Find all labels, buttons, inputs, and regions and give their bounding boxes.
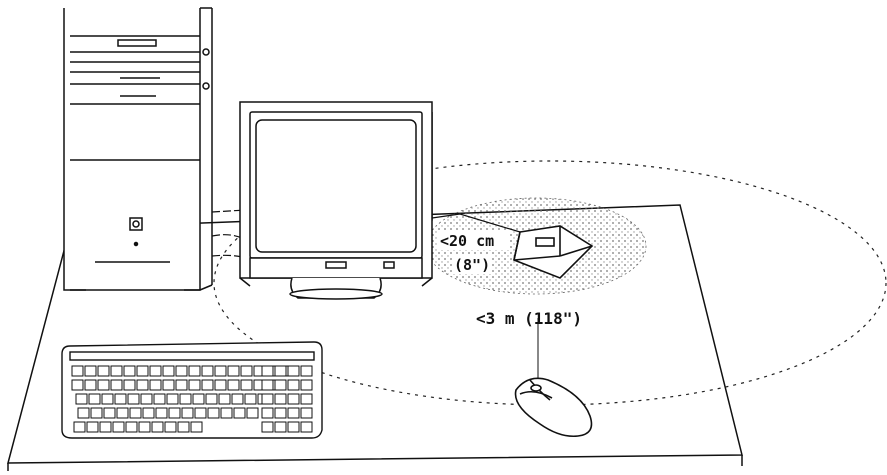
keyboard-key <box>97 379 110 391</box>
keyboard-key <box>179 393 192 405</box>
keyboard-key <box>123 365 136 377</box>
keyboard-key <box>227 379 240 391</box>
keyboard-key <box>175 379 188 391</box>
keyboard-key <box>261 393 274 405</box>
keyboard-key <box>287 421 300 433</box>
near-distance-inch-label: (8") <box>454 256 490 274</box>
keyboard-key <box>136 365 149 377</box>
keyboard-key <box>274 365 287 377</box>
keyboard-key <box>127 393 140 405</box>
keyboard-key <box>244 393 257 405</box>
keyboard-key <box>194 407 207 419</box>
keyboard-key <box>149 379 162 391</box>
keyboard-key <box>188 365 201 377</box>
keyboard-key <box>207 407 220 419</box>
keyboard-key <box>300 393 313 405</box>
keyboard-key <box>300 407 313 419</box>
receiver-cable <box>431 213 521 233</box>
keyboard-key <box>220 407 233 419</box>
keyboard-key <box>114 393 127 405</box>
keyboard-key <box>175 365 188 377</box>
keyboard-key <box>261 421 274 433</box>
keyboard-key <box>84 365 97 377</box>
keyboard-key <box>261 407 274 419</box>
keyboard-key <box>214 379 227 391</box>
keyboard-key <box>190 421 203 433</box>
keyboard-key <box>205 393 218 405</box>
keyboard-key <box>261 365 274 377</box>
keyboard-key <box>73 421 86 433</box>
keyboard-key <box>240 379 253 391</box>
keyboard-key <box>300 379 313 391</box>
keyboard-key <box>201 365 214 377</box>
keyboard-key <box>125 421 138 433</box>
keyboard-key <box>274 421 287 433</box>
keyboard-key <box>162 379 175 391</box>
keyboard-key <box>300 365 313 377</box>
keyboard-key <box>168 407 181 419</box>
wireless-receiver-icon <box>513 225 594 279</box>
keyboard-key <box>84 379 97 391</box>
keyboard-key <box>155 407 168 419</box>
keyboard-key <box>86 421 99 433</box>
keyboard-key <box>166 393 179 405</box>
keyboard-key <box>110 365 123 377</box>
keyboard-key <box>231 393 244 405</box>
keyboard-key <box>240 365 253 377</box>
keyboard-key <box>261 379 274 391</box>
keyboard-key <box>164 421 177 433</box>
keyboard-key <box>138 421 151 433</box>
keyboard-key <box>177 421 190 433</box>
keyboard-key <box>151 421 164 433</box>
far-range-ellipse <box>213 160 887 406</box>
keyboard-key <box>274 379 287 391</box>
keyboard-key <box>218 393 231 405</box>
wireless-mouse-icon <box>514 377 593 438</box>
keyboard-key <box>129 407 142 419</box>
keyboard-key <box>103 407 116 419</box>
tower-pc-icon <box>63 7 213 291</box>
keyboard-key <box>149 365 162 377</box>
crt-monitor-icon <box>239 101 433 300</box>
keyboard-key <box>136 379 149 391</box>
keyboard-key <box>214 365 227 377</box>
keyboard-key <box>188 379 201 391</box>
keyboard-key <box>300 421 313 433</box>
keyboard-key <box>287 407 300 419</box>
keyboard-key <box>77 407 90 419</box>
keyboard-key <box>227 365 240 377</box>
keyboard-key <box>71 365 84 377</box>
far-distance-label: <3 m (118") <box>476 309 582 328</box>
keyboard-key <box>101 393 114 405</box>
keyboard-key <box>142 407 155 419</box>
keyboard-key <box>97 365 110 377</box>
keyboard-key <box>201 379 214 391</box>
keyboard-key <box>112 421 125 433</box>
keyboard-key <box>88 393 101 405</box>
keyboard-key <box>123 379 136 391</box>
keyboard-keys <box>71 365 313 433</box>
keyboard-key <box>274 393 287 405</box>
keyboard-key <box>192 393 205 405</box>
keyboard-key <box>287 393 300 405</box>
keyboard-key <box>274 407 287 419</box>
near-distance-label: <20 cm <box>440 232 494 250</box>
keyboard-key <box>287 365 300 377</box>
keyboard-key <box>287 379 300 391</box>
keyboard-key <box>246 407 259 419</box>
keyboard-key <box>110 379 123 391</box>
keyboard-key <box>90 407 103 419</box>
keyboard-key <box>233 407 246 419</box>
keyboard-key <box>162 365 175 377</box>
keyboard-key <box>181 407 194 419</box>
keyboard-key <box>75 393 88 405</box>
keyboard-key <box>116 407 129 419</box>
keyboard-key <box>71 379 84 391</box>
keyboard-icon <box>61 341 323 439</box>
keyboard-key <box>99 421 112 433</box>
keyboard-key <box>140 393 153 405</box>
keyboard-key <box>153 393 166 405</box>
